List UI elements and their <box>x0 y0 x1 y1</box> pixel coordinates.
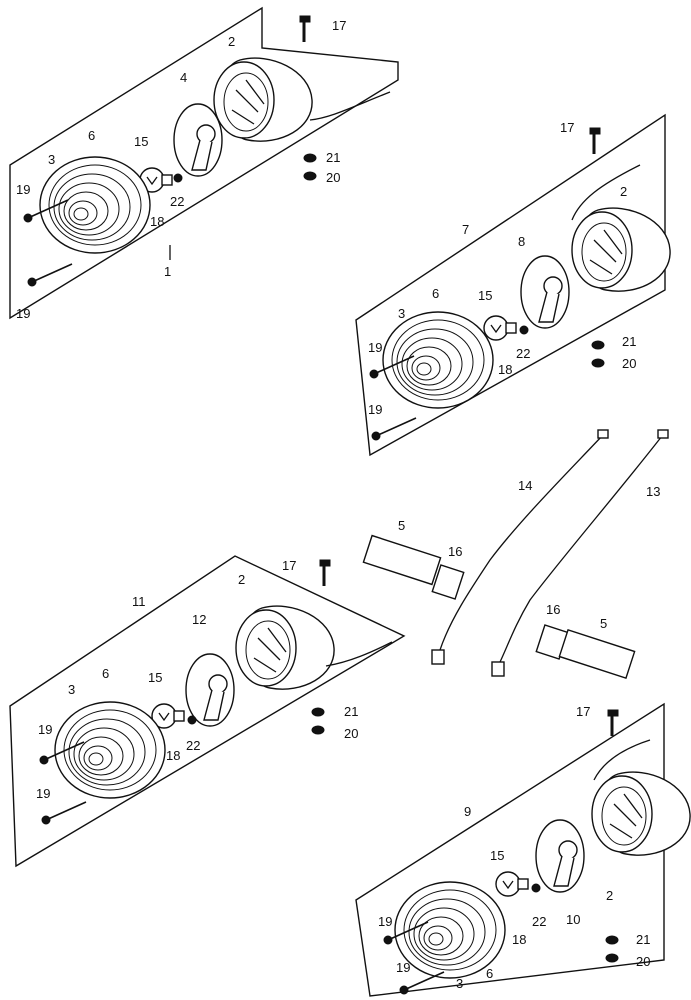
callout-22: 22 <box>532 914 546 929</box>
callout-20: 20 <box>344 726 358 741</box>
callout-16: 16 <box>546 602 560 617</box>
callout-13: 13 <box>646 484 660 499</box>
callout-15: 15 <box>148 670 162 685</box>
callout-19: 19 <box>16 306 30 321</box>
assembly-front-right: 17 2 7 8 6 15 3 19 22 18 19 21 20 <box>355 113 671 457</box>
callout-17: 17 <box>332 18 346 33</box>
callouts: 2 4 6 3 15 19 19 22 18 1 17 21 20 <box>16 18 346 321</box>
callouts: 14 13 5 16 16 5 <box>398 478 660 631</box>
callout-20: 20 <box>636 954 650 969</box>
callout-5: 5 <box>600 616 607 631</box>
callout-20: 20 <box>622 356 636 371</box>
callout-2: 2 <box>620 184 627 199</box>
callout-18: 18 <box>512 932 526 947</box>
callout-15: 15 <box>490 848 504 863</box>
callout-21: 21 <box>622 334 636 349</box>
callout-10: 10 <box>566 912 580 927</box>
callout-12: 12 <box>192 612 206 627</box>
callout-19: 19 <box>368 402 382 417</box>
assembly-rear-right: 17 9 2 15 10 22 18 19 19 3 6 21 20 <box>355 702 691 997</box>
callout-5: 5 <box>398 518 405 533</box>
callout-21: 21 <box>636 932 650 947</box>
callout-17: 17 <box>282 558 296 573</box>
callout-21: 21 <box>344 704 358 719</box>
callouts: 17 2 7 8 6 15 3 19 22 18 19 21 20 <box>368 120 636 417</box>
callout-6: 6 <box>432 286 439 301</box>
callout-4: 4 <box>180 70 187 85</box>
assembly-rear-left: 17 2 11 12 6 15 3 19 22 18 19 21 20 <box>9 555 406 868</box>
callout-17: 17 <box>560 120 574 135</box>
assembly-front-left: 2 4 6 3 15 19 19 22 18 1 17 21 20 <box>9 6 399 321</box>
callout-22: 22 <box>170 194 184 209</box>
callout-22: 22 <box>516 346 530 361</box>
callout-2: 2 <box>228 34 235 49</box>
callout-2: 2 <box>606 888 613 903</box>
callout-3: 3 <box>48 152 55 167</box>
callout-15: 15 <box>478 288 492 303</box>
callout-11: 11 <box>132 594 146 609</box>
callout-1: 1 <box>164 264 171 279</box>
callout-15: 15 <box>134 134 148 149</box>
callouts: 17 9 2 15 10 22 18 19 19 3 6 21 20 <box>378 704 650 991</box>
callout-21: 21 <box>326 150 340 165</box>
callout-16: 16 <box>448 544 462 559</box>
callout-18: 18 <box>150 214 164 229</box>
callouts: 17 2 11 12 6 15 3 19 22 18 19 21 20 <box>36 558 358 801</box>
callout-17: 17 <box>576 704 590 719</box>
callout-19: 19 <box>396 960 410 975</box>
callout-19: 19 <box>38 722 52 737</box>
callout-18: 18 <box>166 748 180 763</box>
callout-3: 3 <box>68 682 75 697</box>
callout-8: 8 <box>518 234 525 249</box>
callout-19: 19 <box>368 340 382 355</box>
callout-6: 6 <box>486 966 493 981</box>
callout-6: 6 <box>102 666 109 681</box>
callout-9: 9 <box>464 804 471 819</box>
callout-22: 22 <box>186 738 200 753</box>
callout-2: 2 <box>238 572 245 587</box>
callout-3: 3 <box>398 306 405 321</box>
mounting-parts: 14 13 5 16 16 5 <box>362 429 669 680</box>
callout-6: 6 <box>88 128 95 143</box>
callout-19: 19 <box>378 914 392 929</box>
callout-19: 19 <box>36 786 50 801</box>
callout-14: 14 <box>518 478 532 493</box>
callout-7: 7 <box>462 222 469 237</box>
callout-20: 20 <box>326 170 340 185</box>
callout-19: 19 <box>16 182 30 197</box>
callout-3: 3 <box>456 976 463 991</box>
callout-18: 18 <box>498 362 512 377</box>
